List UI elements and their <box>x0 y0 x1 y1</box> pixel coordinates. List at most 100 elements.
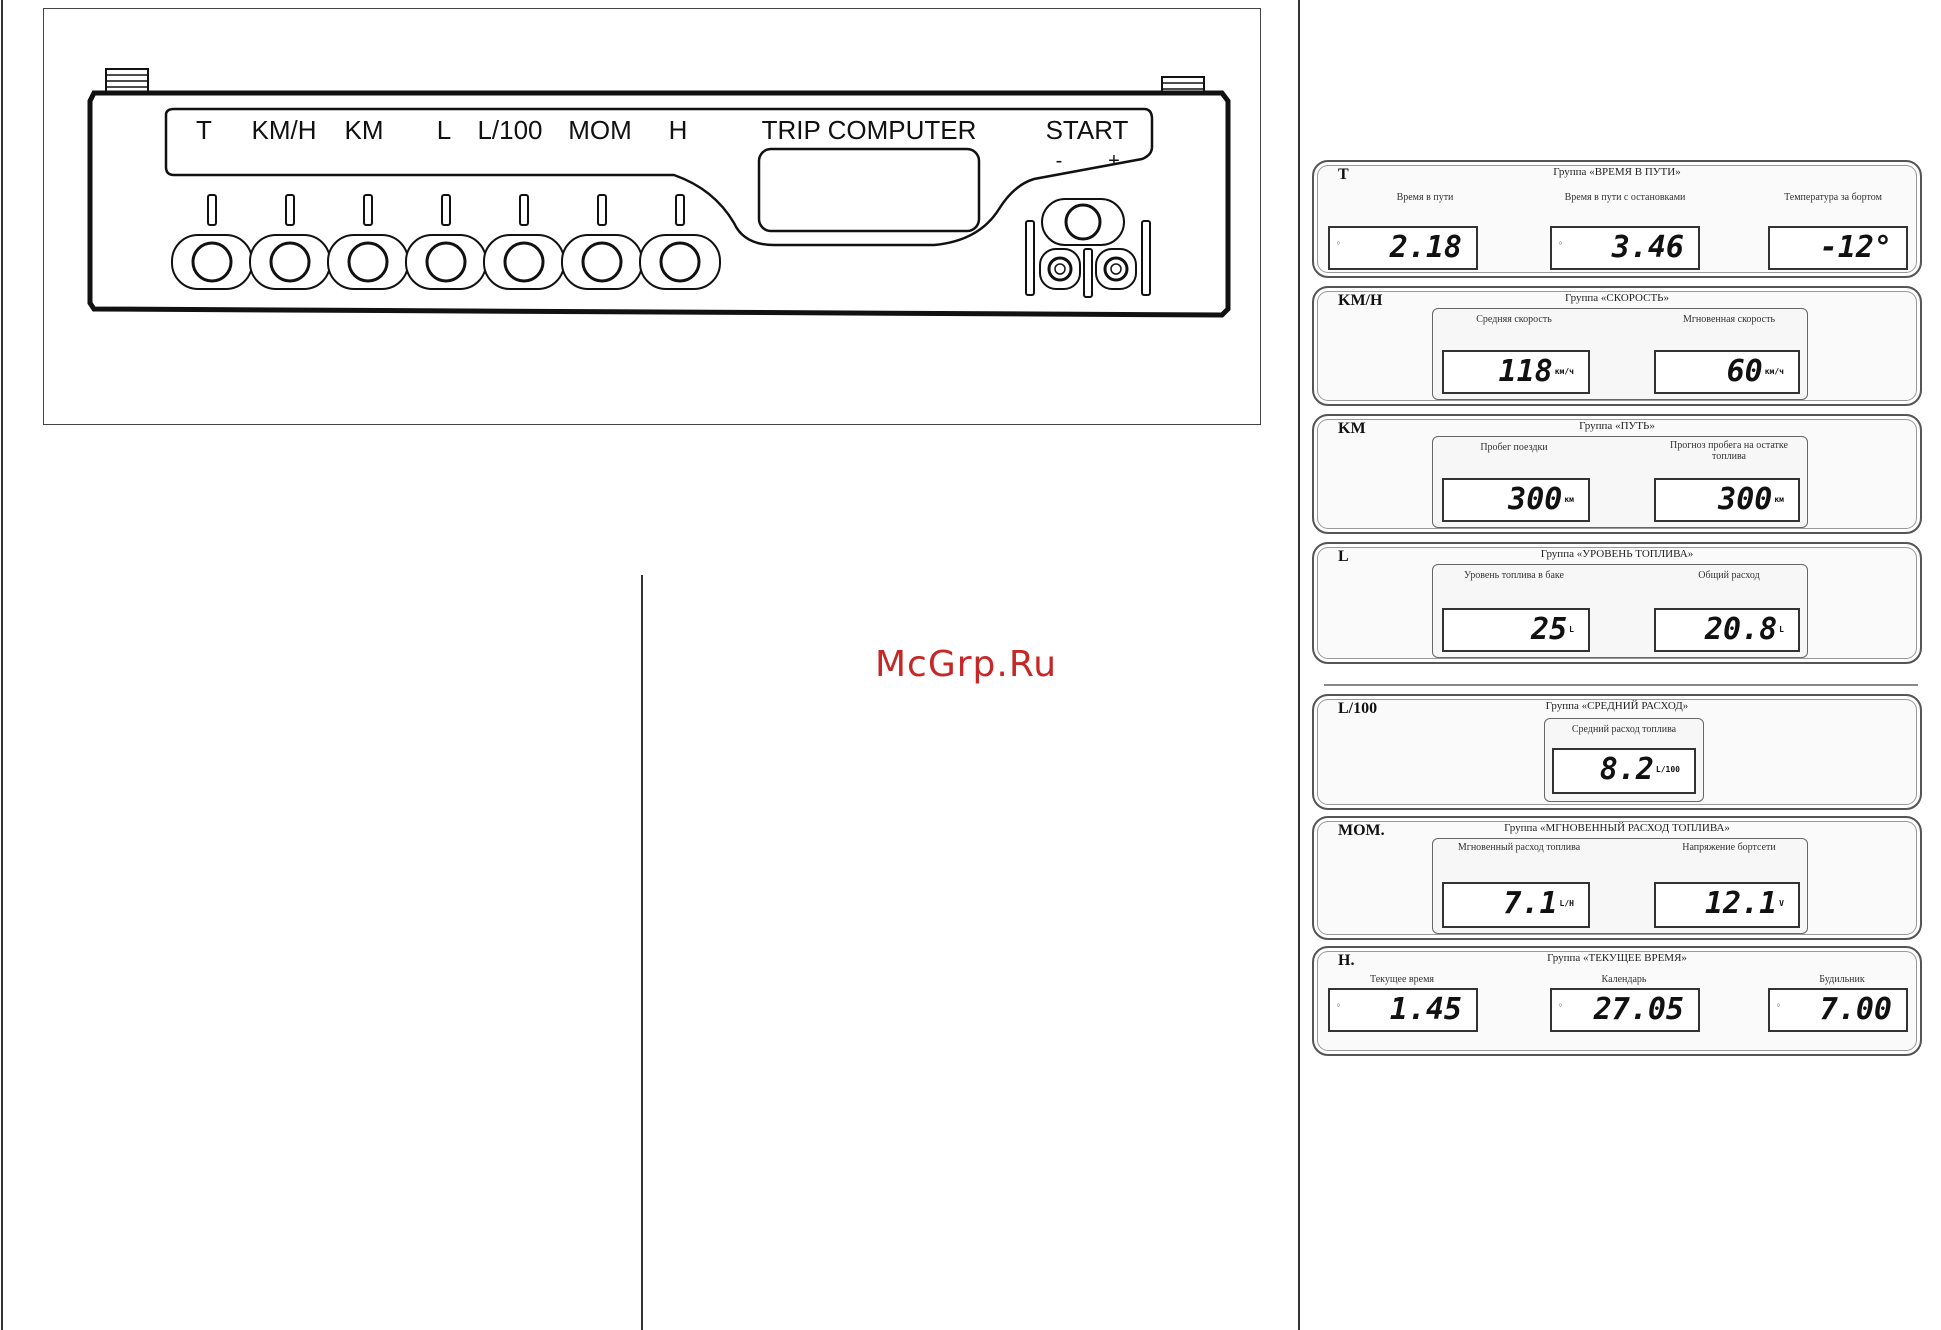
lcd-value: 7.1 <box>1503 886 1558 921</box>
lcd-unit: км/ч <box>1764 367 1784 376</box>
lcd-value: 1.45 <box>1389 992 1462 1027</box>
button-label-km: KM <box>345 115 384 145</box>
display-label: Время в пути <box>1396 192 1454 203</box>
page-divider-center <box>1298 0 1300 1330</box>
lcd-value: 20.8 <box>1704 612 1778 647</box>
mode-button-kmh[interactable] <box>249 234 331 290</box>
group-key: L/100 <box>1338 700 1378 717</box>
group-title: Группа «ПУТЬ» <box>1579 420 1655 432</box>
trip-computer-panel-drawing: T KM/H KM L L/100 MOM H TRIP COMPUTER ST… <box>87 68 1231 318</box>
display-label: Уровень топлива в баке <box>1464 570 1564 581</box>
clock-indicator-icon: ◦ <box>1336 239 1341 248</box>
clock-indicator-icon: ◦ <box>1336 1001 1341 1010</box>
lcd-value: 25 <box>1531 612 1568 647</box>
display-label: Общий расход <box>1698 570 1760 581</box>
group-title: Группа «УРОВЕНЬ ТОПЛИВА» <box>1540 548 1694 560</box>
trip-computer-figure: T KM/H KM L L/100 MOM H TRIP COMPUTER ST… <box>43 8 1261 425</box>
indicator-led <box>285 194 295 226</box>
start-left-bar <box>1025 220 1035 296</box>
mode-button-t[interactable] <box>171 234 253 290</box>
lcd-unit: L/H <box>1559 899 1574 908</box>
plus-label: + <box>1108 150 1120 172</box>
lcd-unit: км/ч <box>1554 367 1574 376</box>
lcd-value: 3.46 <box>1611 230 1684 265</box>
group-l: L Группа «УРОВЕНЬ ТОПЛИВА» Уровень топли… <box>1312 542 1922 664</box>
lcd-unit: км <box>1774 495 1784 504</box>
mode-button-h[interactable] <box>639 234 721 290</box>
clock-indicator-icon: ◦ <box>1558 1001 1563 1010</box>
label-window <box>164 107 1154 247</box>
button-label-t: T <box>196 115 212 145</box>
lcd-value: 118 <box>1498 354 1553 389</box>
indicator-led <box>207 194 217 226</box>
lcd-display: 27.05 ◦ <box>1550 988 1700 1032</box>
lcd-display: 2.18 ◦ <box>1328 226 1478 270</box>
lcd-value: 8.2 <box>1599 752 1654 787</box>
group-key: KM/H <box>1338 292 1383 309</box>
display-label: Текущее время <box>1369 974 1435 985</box>
group-kmh: KM/H Группа «СКОРОСТЬ» Средняя скорость … <box>1312 286 1922 406</box>
start-button[interactable] <box>1041 198 1125 246</box>
button-label-h: H <box>669 115 688 145</box>
lcd-value: 2.18 <box>1389 230 1462 265</box>
lcd-unit: L <box>1569 625 1574 634</box>
lcd-display: 7.00◦ <box>1768 988 1908 1032</box>
minus-label: - <box>1056 150 1063 172</box>
indicator-led <box>363 194 373 226</box>
plus-button[interactable] <box>1095 248 1137 290</box>
indicator-led <box>675 194 685 226</box>
lcd-unit: V <box>1779 899 1784 908</box>
display-label: Время в пути с остановками <box>1564 192 1686 203</box>
start-label: START <box>1046 115 1129 145</box>
lcd-value: 27.05 <box>1593 992 1684 1027</box>
display-label: Средняя скорость <box>1476 314 1552 325</box>
display-label: Прогноз пробега на остатке топлива <box>1670 440 1788 462</box>
group-separator <box>1324 684 1918 686</box>
indicator-led <box>597 194 607 226</box>
group-key: L <box>1338 548 1349 565</box>
lcd-value: -12° <box>1819 230 1892 265</box>
lcd-display: 3.46 ◦ <box>1550 226 1700 270</box>
lcd-unit: L <box>1779 625 1784 634</box>
group-title: Группа «ТЕКУЩЕЕ ВРЕМЯ» <box>1547 952 1687 964</box>
lcd-value: 300 <box>1508 482 1563 517</box>
group-h: H. Группа «ТЕКУЩЕЕ ВРЕМЯ» Текущее время … <box>1312 946 1922 1056</box>
clock-indicator-icon: ◦ <box>1558 239 1563 248</box>
mode-button-mom[interactable] <box>561 234 643 290</box>
mode-button-l[interactable] <box>405 234 487 290</box>
display-label: Напряжение бортсети <box>1682 842 1776 853</box>
lcd-unit: L/100 <box>1655 765 1680 774</box>
display-title: TRIP COMPUTER <box>762 115 977 145</box>
lcd-value: 60 <box>1726 354 1763 389</box>
indicator-led <box>519 194 529 226</box>
column-divider <box>641 575 643 1330</box>
group-t: T Группа «ВРЕМЯ В ПУТИ» Время в пути 2.1… <box>1312 160 1922 278</box>
indicator-slots <box>207 194 685 226</box>
display-label: Календарь <box>1601 974 1647 985</box>
mode-button-km[interactable] <box>327 234 409 290</box>
display-label: Температура за бортом <box>1784 192 1882 203</box>
display-label: Будильник <box>1819 974 1865 985</box>
button-label-kmh: KM/H <box>252 115 317 145</box>
display-label: Средний расход топлива <box>1571 724 1677 735</box>
group-key: MOM. <box>1338 822 1385 839</box>
mode-button-l100[interactable] <box>483 234 565 290</box>
watermark: McGrp.Ru <box>875 644 1058 685</box>
display-label: Пробег поездки <box>1480 442 1548 453</box>
lcd-value: 300 <box>1718 482 1773 517</box>
alarm-indicator-icon: ◦ <box>1776 1001 1781 1010</box>
minus-button[interactable] <box>1039 248 1081 290</box>
center-divider-bar <box>1083 248 1093 298</box>
group-l100: L/100 Группа «СРЕДНИЙ РАСХОД» Средний ра… <box>1312 694 1922 810</box>
lcd-display: -12° <box>1768 226 1908 270</box>
lcd-unit: км <box>1564 495 1574 504</box>
start-right-bar <box>1141 220 1151 296</box>
